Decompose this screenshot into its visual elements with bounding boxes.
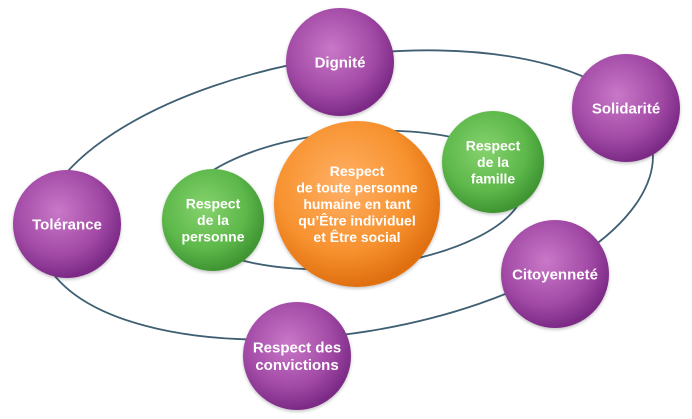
node-label-line: Dignité	[315, 54, 366, 71]
node-tolerance: Tolérance	[13, 170, 121, 278]
node-label-line: Respect	[186, 195, 241, 211]
node-solidarite-label: Solidarité	[592, 100, 660, 117]
node-label-line: de la	[197, 212, 229, 228]
node-label-line: humaine en tant	[303, 196, 411, 212]
node-label-line: Respect des	[253, 339, 341, 356]
node-label-line: Solidarité	[592, 100, 660, 117]
node-label-line: personne	[181, 228, 244, 244]
node-citoyennete: Citoyenneté	[501, 220, 609, 328]
node-label-line: Respect	[466, 137, 521, 153]
node-label-line: qu’Être individuel	[298, 211, 415, 228]
node-label-line: de la	[477, 154, 509, 170]
node-label-line: Tolérance	[32, 216, 102, 233]
node-label-line: et Être social	[313, 228, 400, 245]
node-label-line: Citoyenneté	[512, 266, 598, 283]
node-dignite-label: Dignité	[315, 54, 366, 71]
node-label-line: de toute personne	[296, 179, 418, 195]
node-citoyennete-label: Citoyenneté	[512, 266, 598, 283]
node-label-line: famille	[471, 170, 516, 186]
node-tolerance-label: Tolérance	[32, 216, 102, 233]
node-solidarite: Solidarité	[572, 54, 680, 162]
node-label-line: convictions	[255, 357, 338, 374]
node-label-line: Respect	[330, 163, 385, 179]
node-dignite: Dignité	[286, 8, 394, 116]
